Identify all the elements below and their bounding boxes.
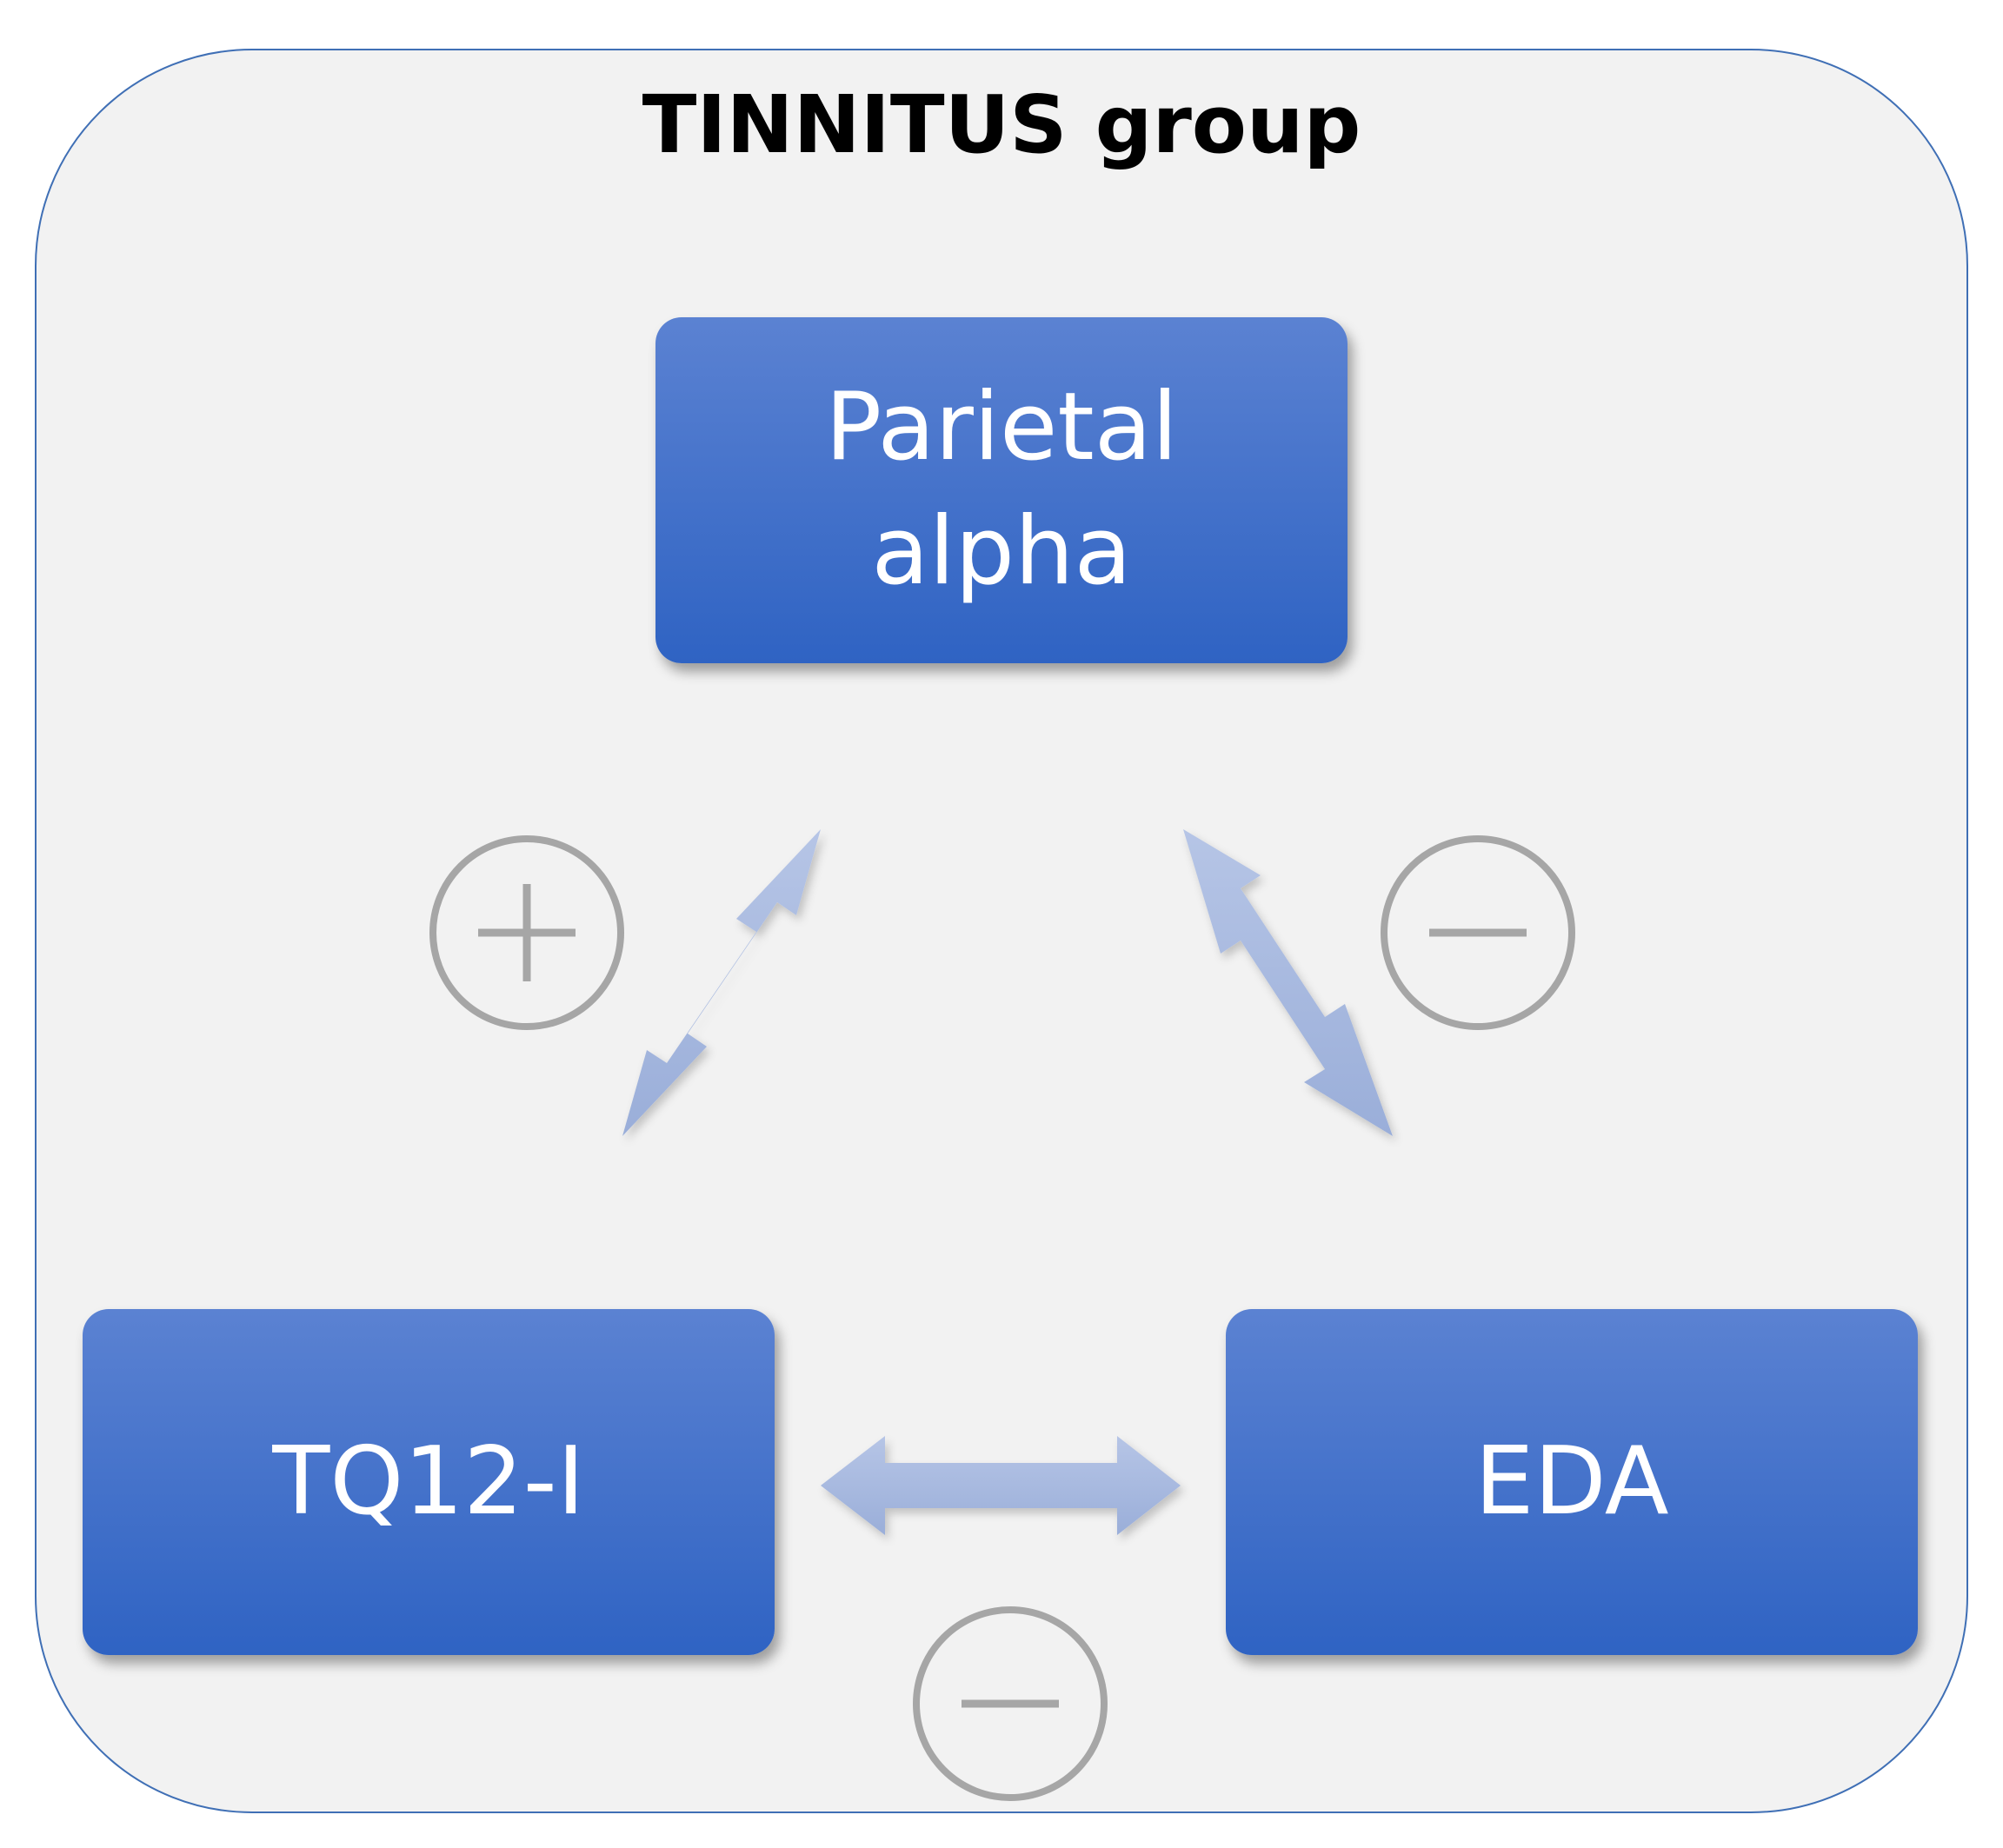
node-parietal-alpha-line1: Parietal (825, 373, 1178, 482)
node-tq12-i: TQ12-I (83, 1309, 775, 1655)
node-parietal-alpha-line2: alpha (871, 497, 1132, 606)
node-eda: EDA (1226, 1309, 1918, 1655)
diagram-title: TINNITUS group (642, 77, 1361, 171)
minus-sign-icon (913, 1606, 1108, 1801)
node-tq12-i-label: TQ12-I (272, 1426, 585, 1536)
plus-sign-icon (429, 835, 624, 1030)
node-parietal-alpha: Parietal alpha (655, 317, 1348, 663)
arrow-tq12-eda (821, 1436, 1181, 1535)
minus-sign-icon (1381, 835, 1575, 1030)
node-eda-label: EDA (1474, 1426, 1669, 1536)
arrow-parietal-tq12 (622, 829, 821, 1136)
arrow-parietal-eda (1183, 829, 1393, 1136)
